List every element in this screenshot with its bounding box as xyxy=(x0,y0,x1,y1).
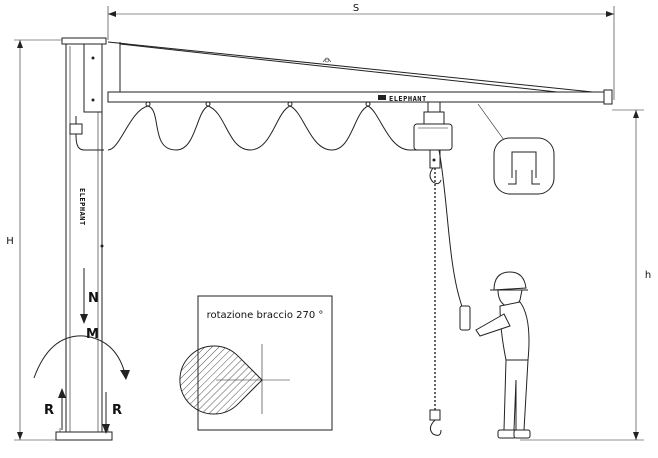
reaction-right-label: R xyxy=(112,403,122,418)
force-arrows: N M R R xyxy=(33,268,130,434)
hook-height-dimension: h xyxy=(520,109,651,441)
festoon-cable xyxy=(69,101,424,151)
rail-profile-detail xyxy=(477,103,555,195)
reaction-left-label: R xyxy=(44,403,54,418)
span-dimension: S xyxy=(107,3,615,100)
operator-figure xyxy=(475,271,531,439)
moment-label: M xyxy=(86,327,99,342)
hook-height-label: h xyxy=(645,270,651,281)
hoist-chain xyxy=(429,149,471,436)
rotation-box: rotazione braccio 270 ° xyxy=(179,295,333,431)
arm-brand-logo: ELEPHANT xyxy=(389,95,427,103)
height-dimension: H xyxy=(6,39,66,441)
height-label: H xyxy=(6,236,14,247)
electric-hoist xyxy=(413,101,453,185)
jib-arm: ELEPHANT xyxy=(107,41,613,105)
normal-force-label: N xyxy=(88,291,99,306)
span-label: S xyxy=(353,3,359,14)
column-brand-logo: ELEPHANT xyxy=(78,188,86,226)
rotation-label: rotazione braccio 270 ° xyxy=(207,310,324,321)
column: ELEPHANT xyxy=(55,37,113,441)
